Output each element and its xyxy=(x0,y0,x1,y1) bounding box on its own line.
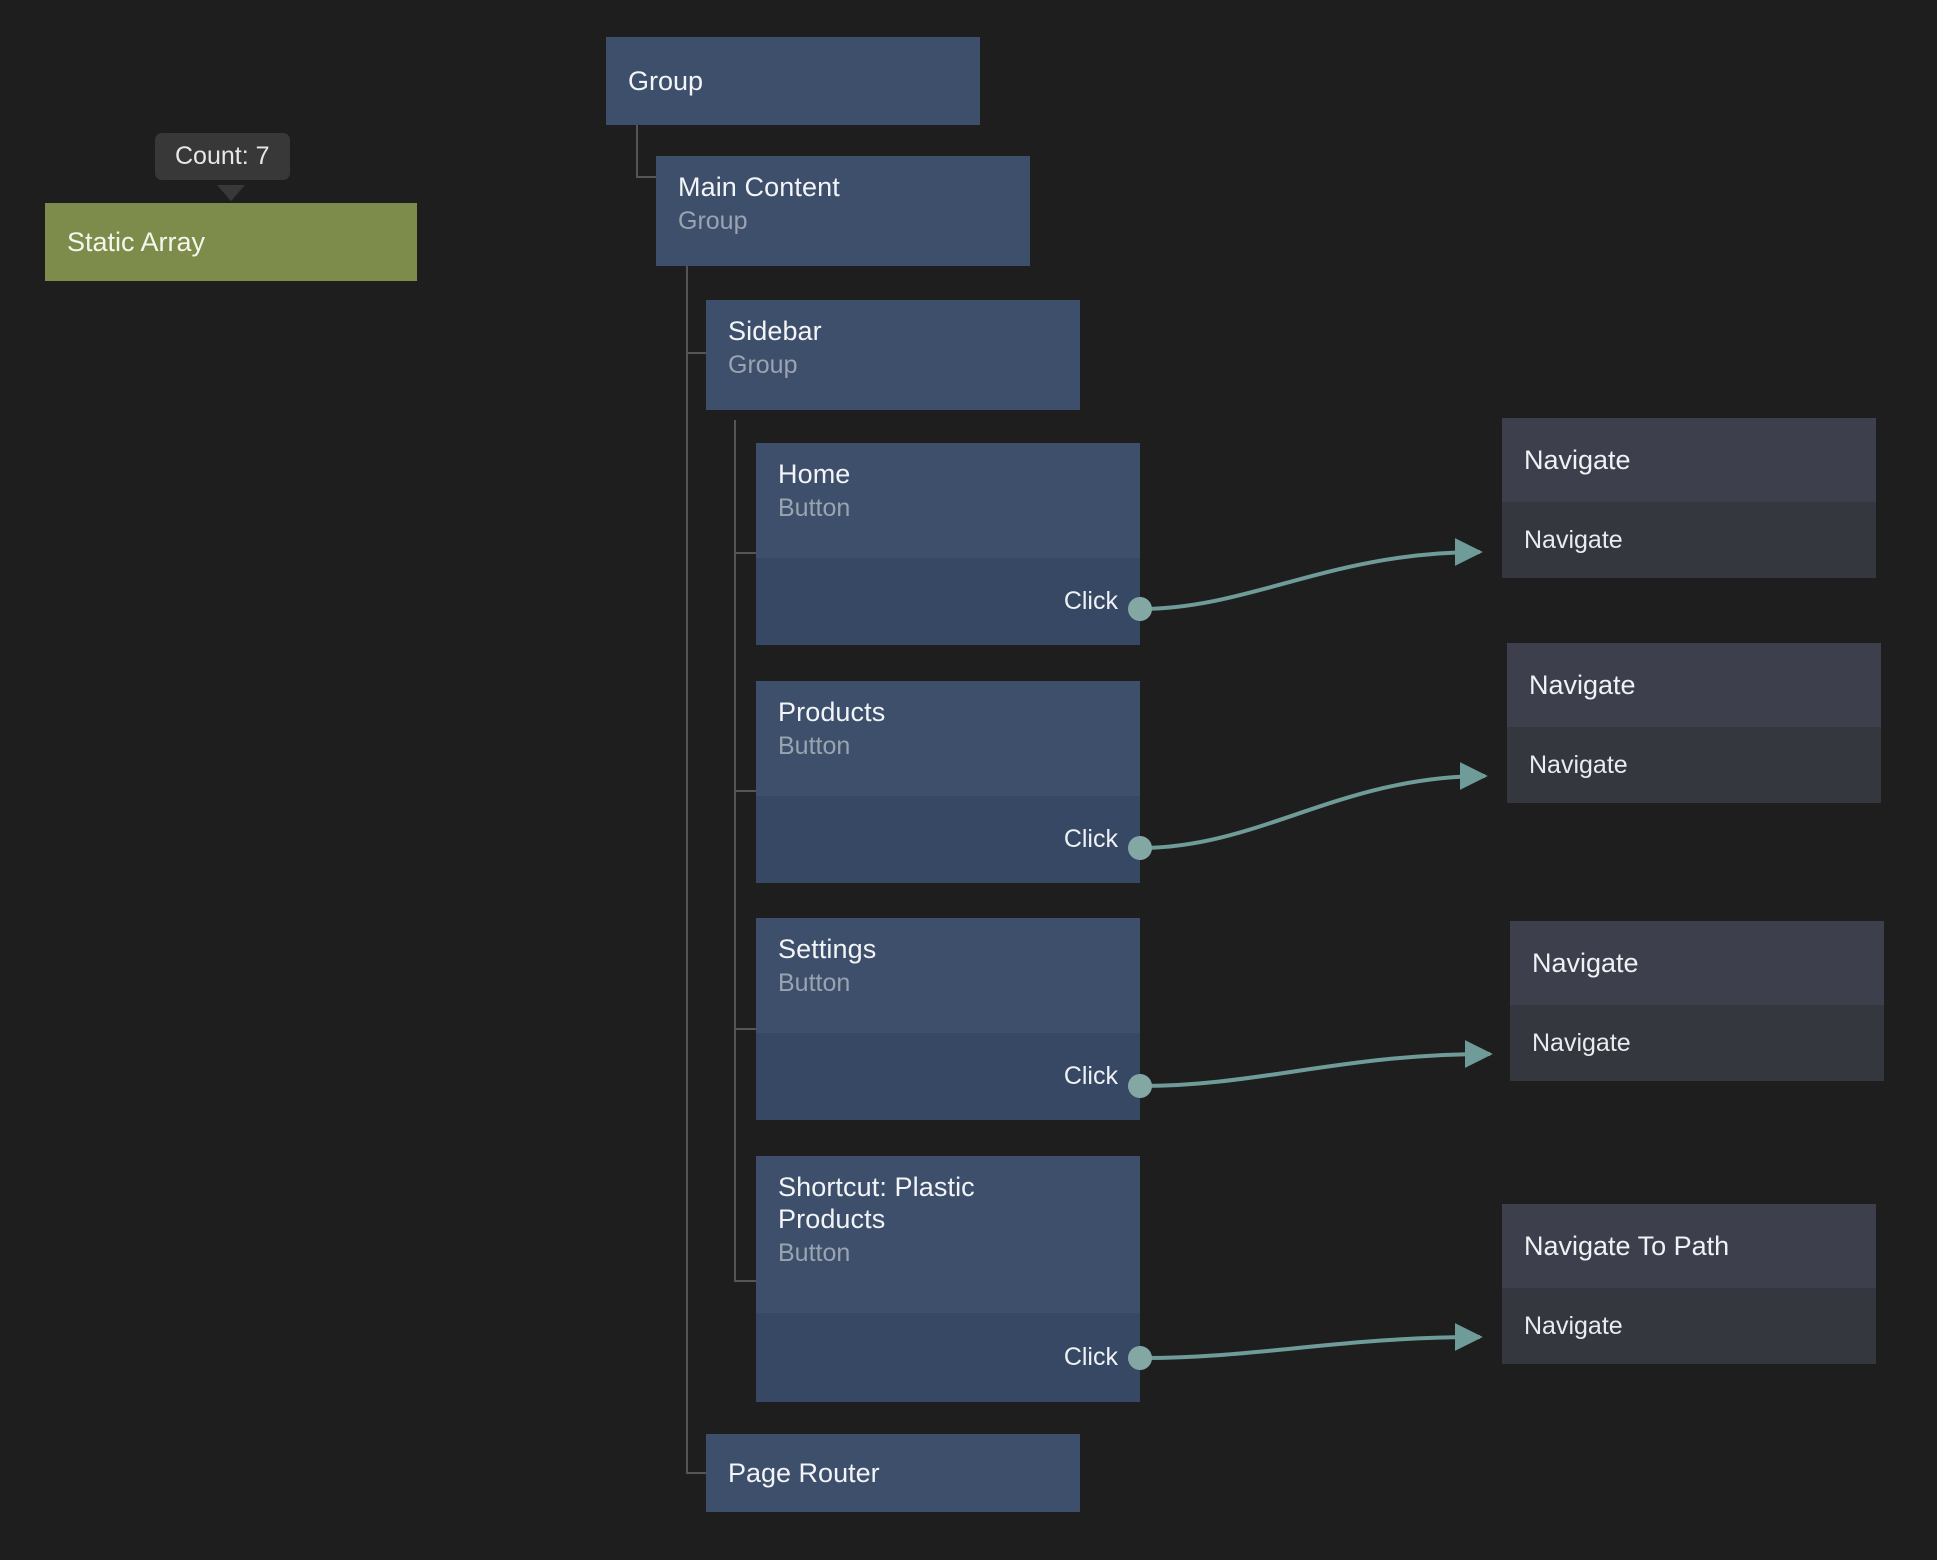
products-button-node-subtitle: Button xyxy=(778,731,851,760)
settings-click-port-row[interactable]: Click xyxy=(756,1033,1140,1120)
home-button-node-title: Home xyxy=(778,459,851,489)
settings-click-port-label: Click xyxy=(1063,1062,1118,1090)
shortcut-click-port-label: Click xyxy=(1063,1343,1118,1371)
products-button-node-title: Products xyxy=(778,697,886,727)
group-root-node-title: Group xyxy=(628,65,704,96)
navigate-to-path-action-node[interactable]: Navigate To Path Navigate xyxy=(1502,1204,1876,1364)
main-content-node[interactable]: Main Content Group xyxy=(656,156,1030,266)
navigate-action-node-1-body: Navigate xyxy=(1502,502,1876,578)
tree-connector-vertical xyxy=(686,266,688,354)
page-router-node[interactable]: Page Router xyxy=(706,1434,1080,1512)
sidebar-node-header[interactable]: Sidebar Group xyxy=(706,300,1080,410)
navigate-action-node-1-port-label: Navigate xyxy=(1524,525,1623,554)
products-button-node-header[interactable]: Products Button xyxy=(756,681,1140,796)
home-click-port-row[interactable]: Click xyxy=(756,558,1140,645)
navigate-to-path-action-node-port-label: Navigate xyxy=(1524,1311,1623,1340)
static-array-node-title: Static Array xyxy=(67,226,206,257)
main-content-node-title: Main Content xyxy=(678,172,840,202)
tree-connector-spine xyxy=(686,352,688,1474)
tree-connector-horizontal xyxy=(734,1028,756,1030)
navigate-action-node-2-title: Navigate xyxy=(1529,669,1636,700)
shortcut-click-port-row[interactable]: Click xyxy=(756,1313,1140,1402)
shortcut-plastic-products-button-node[interactable]: Shortcut: Plastic Products Button Click xyxy=(756,1156,1140,1402)
navigate-action-node-2-body: Navigate xyxy=(1507,727,1881,803)
navigate-action-node-3-title: Navigate xyxy=(1532,947,1639,978)
tree-connector-spine xyxy=(734,420,736,1282)
settings-button-node-subtitle: Button xyxy=(778,968,851,997)
products-click-port-row[interactable]: Click xyxy=(756,796,1140,883)
shortcut-plastic-products-node-title: Shortcut: Plastic Products xyxy=(778,1172,975,1234)
navigate-to-path-action-node-title: Navigate To Path xyxy=(1524,1230,1730,1261)
shortcut-click-port-dot[interactable] xyxy=(1128,1346,1152,1370)
sidebar-node-subtitle: Group xyxy=(728,350,798,379)
products-button-node-body: Click xyxy=(756,796,1140,883)
navigate-action-node-1[interactable]: Navigate Navigate xyxy=(1502,418,1876,578)
static-array-node[interactable]: Static Array xyxy=(45,203,417,281)
home-button-node-body: Click xyxy=(756,558,1140,645)
navigate-action-node-1-title: Navigate xyxy=(1524,444,1631,475)
wire-home-click-to-navigate xyxy=(1139,538,1483,611)
settings-button-node-body: Click xyxy=(756,1033,1140,1120)
wire-shortcut-click-to-navigate-to-path xyxy=(1139,1323,1483,1360)
count-tooltip: Count: 7 xyxy=(155,133,290,180)
tree-connector-horizontal xyxy=(734,552,756,554)
navigate-action-node-3[interactable]: Navigate Navigate xyxy=(1510,921,1884,1081)
navigate-action-node-3-port-label: Navigate xyxy=(1532,1028,1631,1057)
wire-settings-click-to-navigate xyxy=(1139,1040,1493,1088)
shortcut-plastic-products-node-body: Click xyxy=(756,1313,1140,1402)
navigate-to-path-action-node-header[interactable]: Navigate To Path xyxy=(1502,1204,1876,1288)
tree-connector-horizontal xyxy=(734,1280,756,1282)
tree-connector-horizontal xyxy=(686,352,708,354)
tree-connector-horizontal xyxy=(686,1472,708,1474)
settings-button-node-header[interactable]: Settings Button xyxy=(756,918,1140,1033)
home-click-port-label: Click xyxy=(1063,587,1118,615)
tree-connector-horizontal xyxy=(734,790,756,792)
products-click-port-dot[interactable] xyxy=(1128,836,1152,860)
navigate-action-node-1-header[interactable]: Navigate xyxy=(1502,418,1876,502)
shortcut-plastic-products-node-subtitle: Button xyxy=(778,1238,851,1267)
page-router-node-title: Page Router xyxy=(728,1457,880,1488)
products-click-port-label: Click xyxy=(1063,825,1118,853)
main-content-node-subtitle: Group xyxy=(678,206,748,235)
navigate-action-node-2[interactable]: Navigate Navigate xyxy=(1507,643,1881,803)
group-root-node[interactable]: Group xyxy=(606,37,980,125)
settings-click-port-dot[interactable] xyxy=(1128,1074,1152,1098)
navigate-action-node-2-port-label: Navigate xyxy=(1529,750,1628,779)
sidebar-node-title: Sidebar xyxy=(728,316,822,346)
tree-connector-horizontal xyxy=(636,176,658,178)
navigate-action-node-2-header[interactable]: Navigate xyxy=(1507,643,1881,727)
tree-connector-vertical xyxy=(636,124,638,178)
navigate-action-node-3-body: Navigate xyxy=(1510,1005,1884,1081)
settings-button-node[interactable]: Settings Button Click xyxy=(756,918,1140,1120)
wire-products-click-to-navigate xyxy=(1139,762,1488,850)
home-button-node[interactable]: Home Button Click xyxy=(756,443,1140,645)
products-button-node[interactable]: Products Button Click xyxy=(756,681,1140,883)
count-tooltip-arrow xyxy=(217,185,245,201)
sidebar-node[interactable]: Sidebar Group xyxy=(706,300,1080,410)
shortcut-plastic-products-node-header[interactable]: Shortcut: Plastic Products Button xyxy=(756,1156,1140,1313)
home-button-node-subtitle: Button xyxy=(778,493,851,522)
count-tooltip-label: Count: 7 xyxy=(175,142,270,170)
navigate-to-path-action-node-body: Navigate xyxy=(1502,1288,1876,1364)
settings-button-node-title: Settings xyxy=(778,934,877,964)
navigate-action-node-3-header[interactable]: Navigate xyxy=(1510,921,1884,1005)
home-click-port-dot[interactable] xyxy=(1128,597,1152,621)
main-content-node-header[interactable]: Main Content Group xyxy=(656,156,1030,266)
home-button-node-header[interactable]: Home Button xyxy=(756,443,1140,558)
